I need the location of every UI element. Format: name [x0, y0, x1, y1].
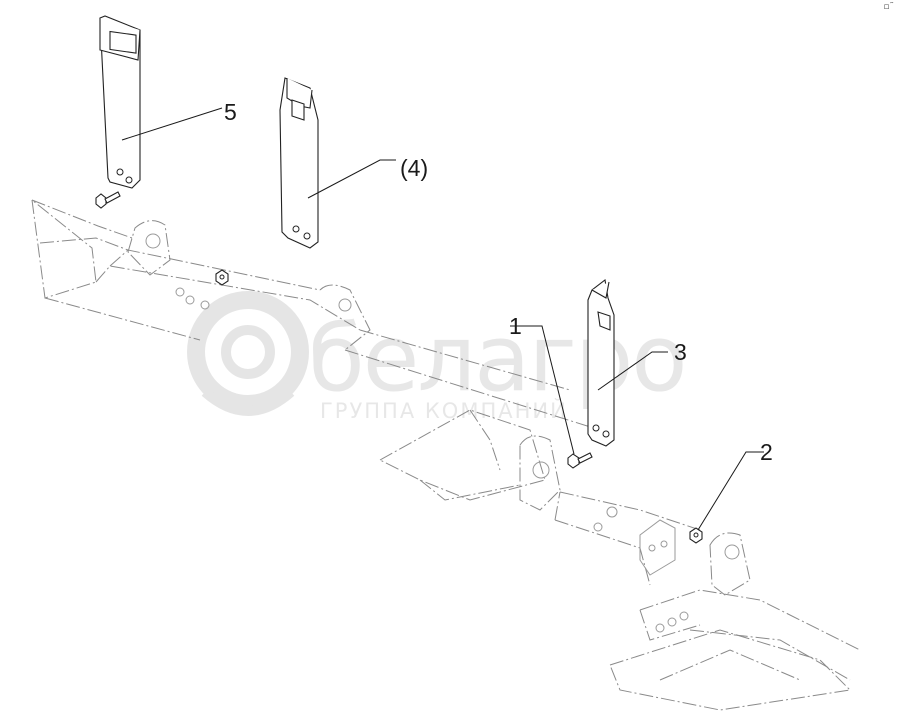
- watermark-brand: белагро: [308, 305, 686, 412]
- callout-1: 1: [509, 313, 522, 339]
- leader-2: [697, 451, 764, 531]
- callout-4: (4): [400, 155, 428, 181]
- part-4-strap: [279, 77, 319, 249]
- leader-lines: [121, 107, 764, 531]
- nut-2-icon: [689, 527, 703, 544]
- callout-2: 2: [760, 439, 773, 465]
- bolt-1-icon: [567, 452, 593, 469]
- leader-1: [510, 325, 575, 455]
- bolt-left-icon: [95, 191, 121, 209]
- callout-3: 3: [674, 339, 687, 365]
- watermark-tagline: ГРУППА КОМПАНИЙ: [320, 398, 568, 423]
- part-3-strap: [587, 279, 615, 447]
- frame-phantom: [31, 198, 861, 711]
- corner-mark: ▫˜: [883, 2, 894, 12]
- leader-3: [597, 351, 668, 391]
- watermark-logo-icon: [187, 291, 309, 416]
- callout-5: 5: [224, 99, 237, 125]
- leader-4: [307, 159, 396, 199]
- part-5-strap: [99, 15, 141, 189]
- nut-left-icon: [215, 269, 229, 286]
- leader-5: [121, 107, 223, 141]
